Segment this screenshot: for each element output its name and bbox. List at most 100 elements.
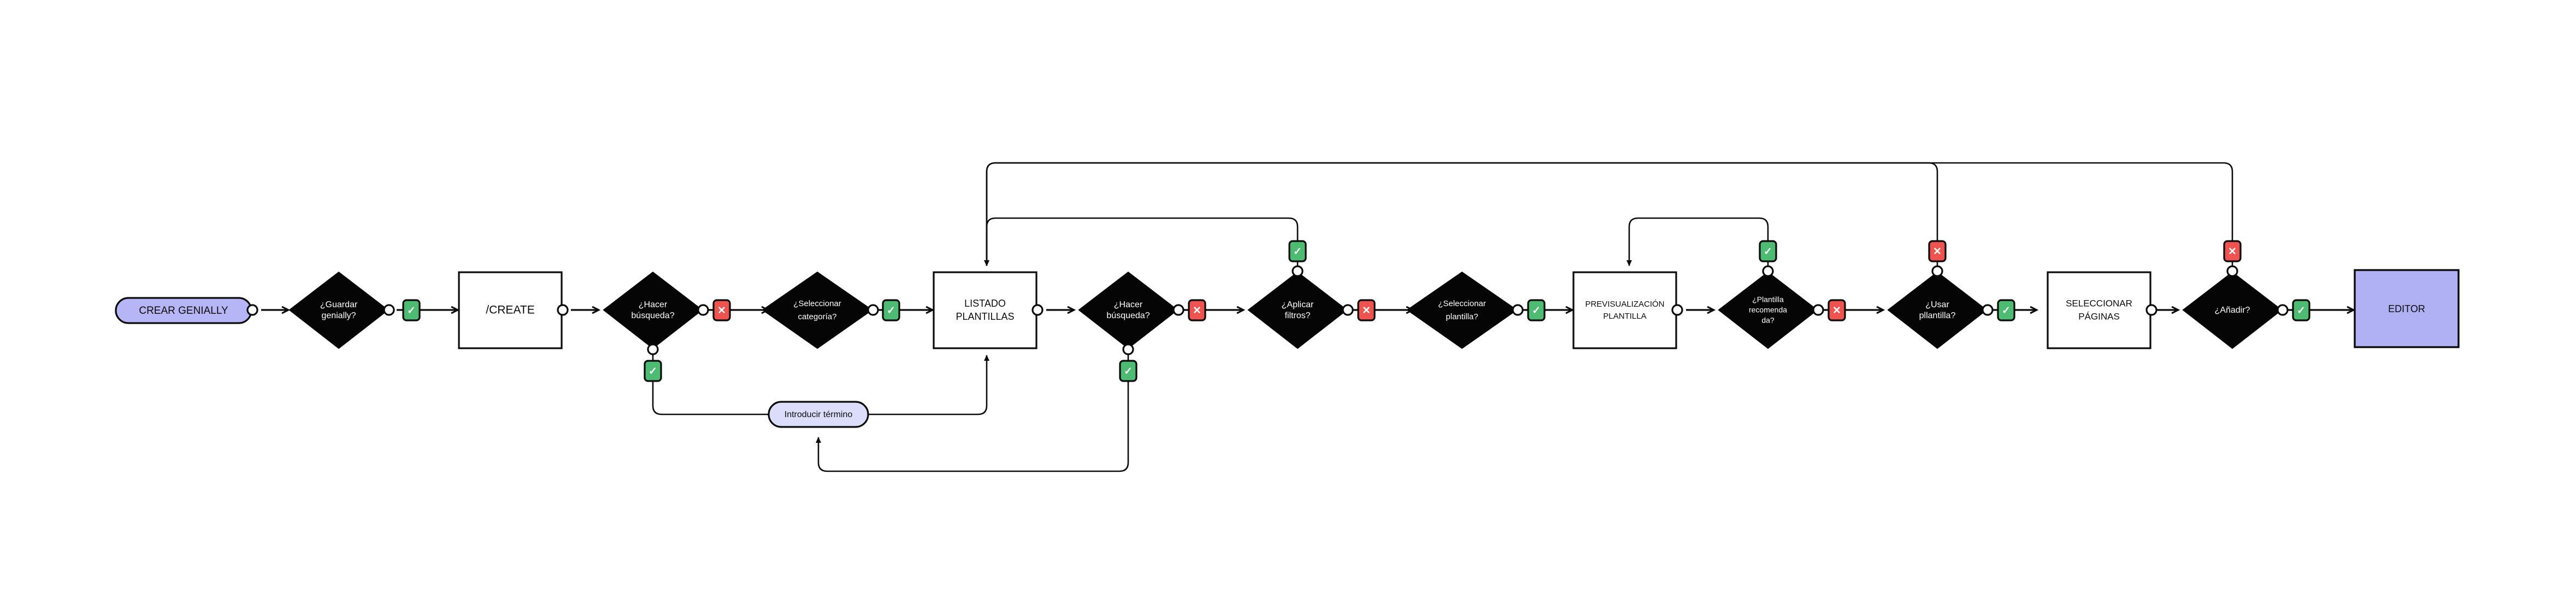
- seleccionar-paginas-out-port[interactable]: [2145, 304, 2158, 316]
- node-introducir-termino[interactable]: Introducir término: [768, 401, 869, 428]
- node-listado-plantillas[interactable]: LISTADO PLANTILLAS: [933, 271, 1044, 349]
- listado-plantillas-out-port[interactable]: [1031, 304, 1044, 316]
- yes-badge-shape[interactable]: [1288, 240, 1307, 262]
- usar-plantilla-label-1: ¿Usar: [1925, 300, 1949, 309]
- editor-shape[interactable]: [2354, 269, 2460, 348]
- no-badge-shape[interactable]: [712, 299, 731, 321]
- node-crear-genially[interactable]: CREAR GENIALLY: [115, 297, 258, 324]
- badge-usar-plantilla-yes[interactable]: ✓: [1997, 299, 2015, 321]
- editor-label: EDITOR: [2388, 303, 2425, 314]
- hacer-busqueda-1-down-port[interactable]: [647, 343, 659, 355]
- aplicar-filtros-out-port[interactable]: [1342, 304, 1354, 316]
- seleccionar-categoria-out-port[interactable]: [867, 304, 879, 316]
- hacer-busqueda-1-label-2: búsqueda?: [631, 311, 674, 320]
- seleccionar-paginas-shape[interactable]: [2047, 271, 2151, 349]
- node-anadir[interactable]: ¿Añadir?: [2182, 265, 2289, 349]
- yes-badge-glyph: ✓: [1764, 246, 1772, 257]
- yes-badge-shape[interactable]: [644, 360, 662, 382]
- node-seleccionar-categoria[interactable]: ¿Seleccionar categoría?: [762, 271, 879, 349]
- yes-badge-glyph: ✓: [407, 305, 416, 317]
- yes-badge-shape[interactable]: [1759, 240, 1777, 262]
- yes-badge-shape[interactable]: [402, 299, 421, 321]
- guardar-genially-shape[interactable]: [288, 271, 389, 349]
- edge-aplicarfiltros-to-listado: [984, 217, 1299, 270]
- badge-plantilla-recomendada-yes[interactable]: ✓: [1759, 240, 1777, 262]
- no-badge-shape[interactable]: [1828, 299, 1846, 321]
- previsualizacion-plantilla-label-1: PREVISUALIZACIÓN: [1585, 300, 1664, 309]
- no-badge-shape[interactable]: [1928, 240, 1947, 262]
- aplicar-filtros-shape[interactable]: [1247, 271, 1348, 349]
- badge-seleccionar-categoria-yes[interactable]: ✓: [882, 299, 900, 321]
- edge-plantillarecomendada-to-previsualizacion: [1626, 217, 1769, 270]
- plantilla-recomendada-up-port[interactable]: [1762, 265, 1774, 277]
- usar-plantilla-up-port[interactable]: [1931, 265, 1943, 277]
- hacer-busqueda-2-down-port[interactable]: [1122, 343, 1134, 355]
- no-badge-glyph: ✕: [2228, 246, 2237, 257]
- plantilla-recomendada-label-1: ¿Plantilla: [1752, 295, 1784, 304]
- previsualizacion-plantilla-out-port[interactable]: [1671, 304, 1683, 316]
- hacer-busqueda-1-out-port[interactable]: [697, 304, 709, 316]
- yes-badge-shape[interactable]: [2292, 299, 2310, 321]
- usar-plantilla-out-port[interactable]: [1982, 304, 1994, 316]
- listado-plantillas-shape[interactable]: [933, 271, 1038, 349]
- previsualizacion-plantilla-shape[interactable]: [1572, 271, 1677, 349]
- seleccionar-plantilla-shape[interactable]: [1406, 271, 1518, 349]
- seleccionar-plantilla-out-port[interactable]: [1512, 304, 1524, 316]
- badge-aplicar-filtros-no[interactable]: ✕: [1357, 299, 1376, 321]
- plantilla-recomendada-out-port[interactable]: [1812, 304, 1824, 316]
- hacer-busqueda-1-shape[interactable]: [603, 271, 703, 349]
- badge-aplicar-filtros-yes[interactable]: ✓: [1288, 240, 1307, 262]
- node-create-command[interactable]: /CREATE: [458, 271, 569, 349]
- badge-hacer-busqueda-2-yes[interactable]: ✓: [1119, 360, 1137, 382]
- node-aplicar-filtros[interactable]: ¿Aplicar filtros?: [1247, 265, 1354, 349]
- node-seleccionar-plantilla[interactable]: ¿Seleccionar plantilla?: [1406, 271, 1524, 349]
- aplicar-filtros-up-port[interactable]: [1292, 265, 1304, 277]
- badge-plantilla-recomendada-no[interactable]: ✕: [1828, 299, 1846, 321]
- badge-hacer-busqueda-2-no[interactable]: ✕: [1188, 299, 1206, 321]
- node-previsualizacion-plantilla[interactable]: PREVISUALIZACIÓN PLANTILLA: [1572, 271, 1683, 349]
- hacer-busqueda-2-shape[interactable]: [1078, 271, 1178, 349]
- anadir-shape[interactable]: [2182, 271, 2283, 349]
- crear-genially-out-port[interactable]: [246, 304, 258, 316]
- guardar-genially-label-1: ¿Guardar: [320, 300, 358, 309]
- badge-guardar-yes[interactable]: ✓: [402, 299, 421, 321]
- node-plantilla-recomendada[interactable]: ¿Plantilla recomenda da?: [1718, 265, 1824, 349]
- node-guardar-genially[interactable]: ¿Guardar genially?: [288, 271, 395, 349]
- seleccionar-categoria-shape[interactable]: [762, 271, 873, 349]
- seleccionar-plantilla-label-2: plantilla?: [1446, 312, 1478, 321]
- node-usar-plantilla[interactable]: ¿Usar pllantilla?: [1887, 265, 1994, 349]
- badge-seleccionar-plantilla-yes[interactable]: ✓: [1527, 299, 1546, 321]
- node-hacer-busqueda-2[interactable]: ¿Hacer búsqueda?: [1078, 271, 1184, 355]
- node-hacer-busqueda-1[interactable]: ¿Hacer búsqueda?: [603, 271, 709, 355]
- introducir-termino-shape[interactable]: [768, 401, 869, 428]
- seleccionar-paginas-label-2: PÁGINAS: [2078, 311, 2120, 321]
- no-badge-shape[interactable]: [1188, 299, 1206, 321]
- node-seleccionar-paginas[interactable]: SELECCIONAR PÁGINAS: [2047, 271, 2158, 349]
- edge-anadir-to-listado: [986, 162, 2233, 270]
- create-command-out-port[interactable]: [557, 304, 569, 316]
- yes-badge-shape[interactable]: [1119, 360, 1137, 382]
- anadir-out-port[interactable]: [2277, 304, 2289, 316]
- no-badge-shape[interactable]: [2223, 240, 2242, 262]
- hacer-busqueda-1-label-1: ¿Hacer: [639, 300, 668, 309]
- create-command-label: /CREATE: [486, 304, 534, 317]
- badge-usar-plantilla-no[interactable]: ✕: [1928, 240, 1947, 262]
- hacer-busqueda-2-out-port[interactable]: [1172, 304, 1184, 316]
- anadir-label: ¿Añadir?: [2215, 306, 2250, 315]
- guardar-genially-out-port[interactable]: [383, 304, 395, 316]
- hacer-busqueda-2-label-1: ¿Hacer: [1114, 300, 1143, 309]
- badge-anadir-yes[interactable]: ✓: [2292, 299, 2310, 321]
- yes-badge-shape[interactable]: [1997, 299, 2015, 321]
- node-editor[interactable]: EDITOR: [2354, 269, 2460, 348]
- anadir-up-port[interactable]: [2226, 265, 2238, 277]
- badge-hacer-busqueda-1-no[interactable]: ✕: [712, 299, 731, 321]
- yes-badge-shape[interactable]: [1527, 299, 1546, 321]
- badge-hacer-busqueda-1-yes[interactable]: ✓: [644, 360, 662, 382]
- badge-anadir-no[interactable]: ✕: [2223, 240, 2242, 262]
- no-badge-shape[interactable]: [1357, 299, 1376, 321]
- usar-plantilla-shape[interactable]: [1887, 271, 1988, 349]
- yes-badge-shape[interactable]: [882, 299, 900, 321]
- plantilla-recomendada-shape[interactable]: [1718, 271, 1818, 349]
